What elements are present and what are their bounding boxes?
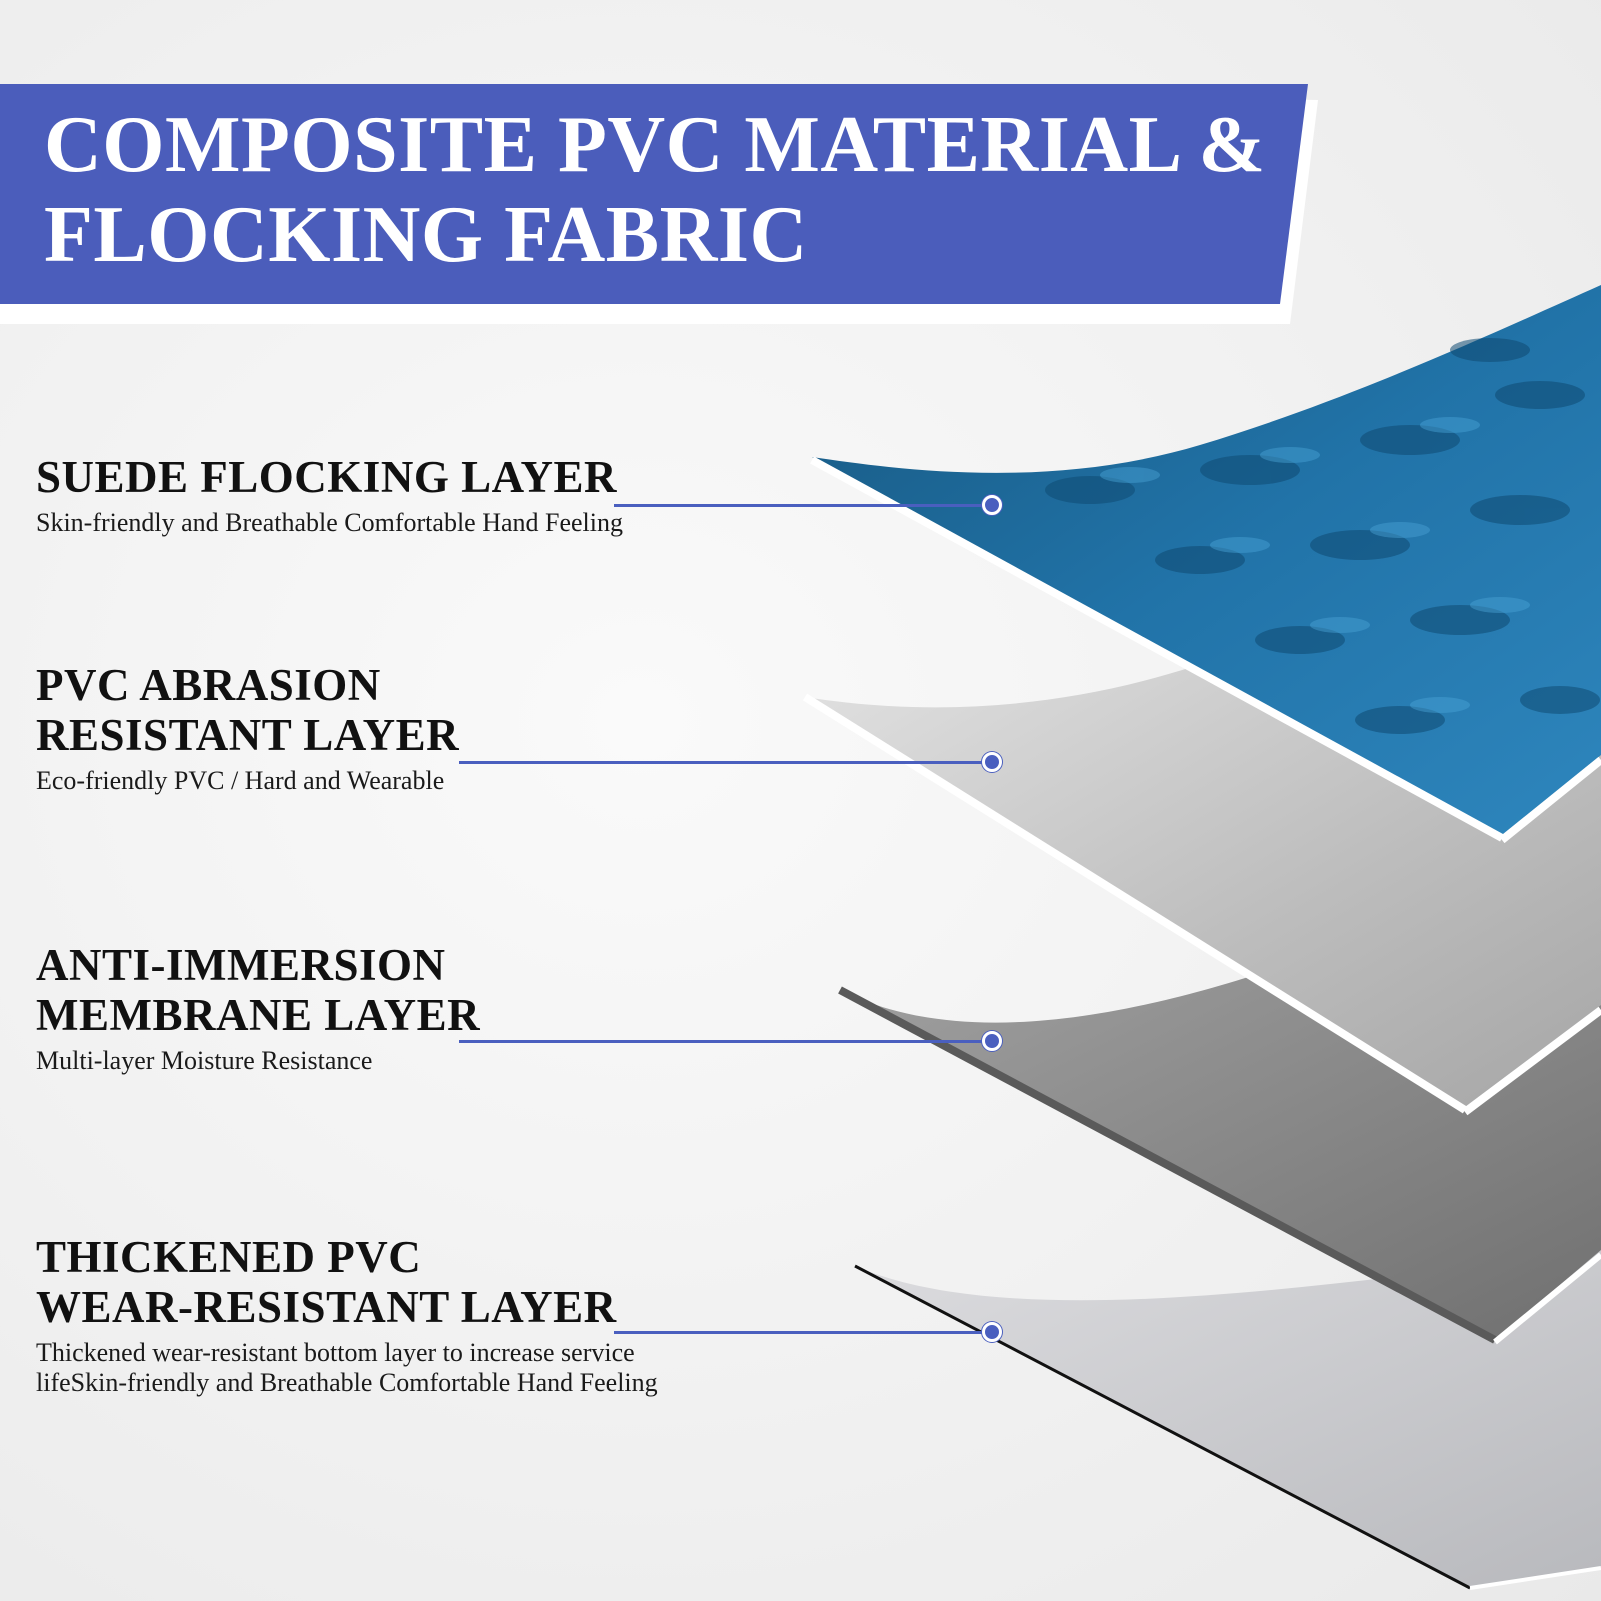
layer-thickened-pvc: THICKENED PVC WEAR-RESISTANT LAYER Thick… — [36, 1232, 658, 1398]
layer-title-line-1: ANTI-IMMERSION — [36, 940, 446, 990]
banner-title-line-2: FLOCKING FABRIC — [44, 191, 808, 279]
layer-description: Multi-layer Moisture Resistance — [36, 1046, 480, 1076]
layer-description-line-1: Skin-friendly and Breathable Comfortable… — [36, 508, 624, 537]
bottom-layer-sheet — [854, 1250, 1601, 1590]
layer-title-line-1: SUEDE FLOCKING LAYER — [36, 452, 617, 502]
layer-title-line-1: PVC ABRASION — [36, 660, 381, 710]
layer-description-line-1: Thickened wear-resistant bottom layer to… — [36, 1338, 635, 1367]
layer-title: THICKENED PVC WEAR-RESISTANT LAYER — [36, 1232, 658, 1332]
banner-title: COMPOSITE PVC MATERIAL & FLOCKING FABRIC — [44, 100, 1266, 280]
layer-description: Eco-friendly PVC / Hard and Wearable — [36, 766, 459, 796]
suede-texture — [1045, 338, 1600, 734]
leader-line-pvc — [459, 761, 994, 764]
marker-dot-membrane — [982, 1031, 1002, 1051]
layer-description-line-1: Multi-layer Moisture Resistance — [36, 1046, 373, 1075]
layer-title: SUEDE FLOCKING LAYER — [36, 452, 623, 502]
layer-description-line-2: lifeSkin-friendly and Breathable Comfort… — [36, 1368, 658, 1397]
banner-title-line-1: COMPOSITE PVC MATERIAL & — [44, 101, 1266, 189]
layer-anti-immersion: ANTI-IMMERSION MEMBRANE LAYER Multi-laye… — [36, 940, 480, 1076]
title-banner — [0, 84, 1320, 324]
marker-dot-pvc — [982, 752, 1002, 772]
layer-description-line-1: Eco-friendly PVC / Hard and Wearable — [36, 766, 445, 795]
marker-dot-suede — [982, 495, 1002, 515]
banner-shape — [0, 84, 1318, 324]
layer-title: PVC ABRASION RESISTANT LAYER — [36, 660, 459, 760]
suede-layer-sheet — [810, 285, 1601, 844]
suede-highlights — [1100, 417, 1530, 713]
layer-title-line-2: RESISTANT LAYER — [36, 710, 460, 760]
layer-pvc-abrasion: PVC ABRASION RESISTANT LAYER Eco-friendl… — [36, 660, 459, 796]
layer-description: Thickened wear-resistant bottom layer to… — [36, 1338, 658, 1398]
layer-suede-flocking: SUEDE FLOCKING LAYER Skin-friendly and B… — [36, 452, 623, 538]
layer-title-line-1: THICKENED PVC — [36, 1232, 422, 1282]
layer-title-line-2: WEAR-RESISTANT LAYER — [36, 1282, 617, 1332]
layer-title: ANTI-IMMERSION MEMBRANE LAYER — [36, 940, 480, 1040]
layer-description: Skin-friendly and Breathable Comfortable… — [36, 508, 623, 538]
marker-dot-bottom — [982, 1322, 1002, 1342]
leader-line-membrane — [459, 1040, 994, 1043]
leader-line-suede — [614, 504, 994, 507]
layer-title-line-2: MEMBRANE LAYER — [36, 990, 481, 1040]
leader-line-bottom — [614, 1331, 994, 1334]
